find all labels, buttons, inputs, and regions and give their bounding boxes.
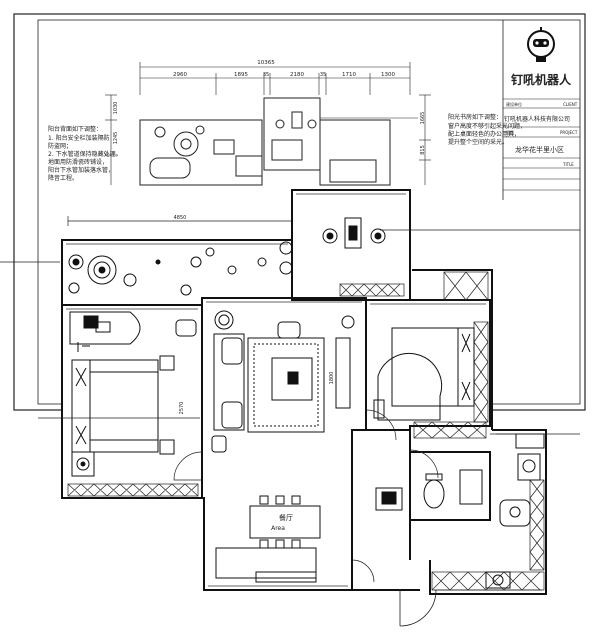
dining-label-en: Area (271, 525, 285, 532)
reference-plan-sketch (139, 97, 391, 186)
bedroom-right-furniture (373, 327, 475, 421)
study-furniture (322, 217, 386, 249)
dining-table (215, 495, 321, 583)
logo-text: 钉吼机器人 (511, 72, 572, 87)
note-left-line-3: 防盗网； (48, 142, 72, 150)
dimension-chain-top (139, 62, 411, 95)
title-row-project-value: PROJECT (560, 130, 578, 135)
bathroom-fixtures (375, 469, 483, 511)
dim-right-1: 1665 (420, 112, 426, 125)
dim-seg-1: 2960 (173, 72, 187, 78)
note-left-line-2: 1. 阳台安全栏加装隔防 (48, 134, 110, 142)
note-left-line-5: 地面用防滑瓷砖铺设， (48, 158, 108, 166)
dim-plan-vertical-1: 2570 (179, 402, 185, 415)
dim-seg-2: 1895 (234, 72, 248, 78)
title-row-title-value: TITLE (562, 162, 574, 167)
dim-seg-4: 2180 (290, 72, 304, 78)
main-floor-plan: 4850 (0, 189, 580, 627)
dim-overall: 10365 (257, 60, 275, 66)
dim-left-1: 1030 (113, 102, 119, 115)
robot-logo-icon (527, 27, 555, 62)
note-left: 阳台背面如下调整： 1. 阳台安全栏加装隔防 防盗网； 2. 下水管道保持隐藏处… (48, 125, 122, 182)
kitchen-fixtures (485, 433, 545, 589)
company-name: 钉吼机器人科技有限公司 (504, 115, 570, 123)
title-row-project-label: 项目 (506, 129, 514, 135)
note-left-line-4: 2. 下水管道保持隐藏处理， (48, 150, 122, 158)
title-block: 钉吼机器人 建设单位 CLIENT 钉吼机器人科技有限公司 项目 PROJECT… (502, 20, 580, 200)
dim-right-2: 815 (420, 145, 426, 155)
dim-seg-7: 1300 (381, 72, 395, 78)
dim-seg-6: 1710 (342, 72, 356, 78)
note-left-line-7: 降音工程。 (48, 174, 78, 182)
outer-walls (61, 189, 547, 595)
title-row-client-value: CLIENT (563, 102, 578, 107)
living-furniture (211, 310, 355, 453)
title-row-client-label: 建设单位 (506, 101, 522, 107)
note-right-line-1: 阳光书房如下调整： (448, 113, 502, 121)
window-panels (67, 271, 545, 591)
note-right-line-3: 配上桌面轻色的办公用具， (448, 130, 520, 138)
dim-seg-3: 35 (263, 72, 269, 78)
note-left-line-1: 阳台背面如下调整： (48, 125, 102, 133)
note-left-line-6: 阳台下水管加装落水管， (48, 166, 114, 174)
note-right-line-2: 窗户高度不够引起采光问题， (448, 122, 526, 130)
dim-left-2: 1245 (113, 132, 119, 145)
note-right: 阳光书房如下调整： 窗户高度不够引起采光问题， 配上桌面轻色的办公用具， 提升整… (448, 113, 526, 146)
note-right-line-4: 提升整个空间的采光。 (448, 138, 508, 146)
project-title: 龙华花半里小区 (515, 145, 564, 154)
plant-icons (68, 241, 293, 296)
dim-plan-top: 4850 (174, 215, 187, 221)
dining-label-cn: 餐厅 (279, 513, 293, 522)
dim-plan-vertical-2: 1800 (329, 372, 335, 385)
bedroom-left-furniture (69, 311, 197, 477)
dimension-chain-sides (105, 94, 431, 185)
dim-seg-5: 35 (320, 72, 326, 78)
